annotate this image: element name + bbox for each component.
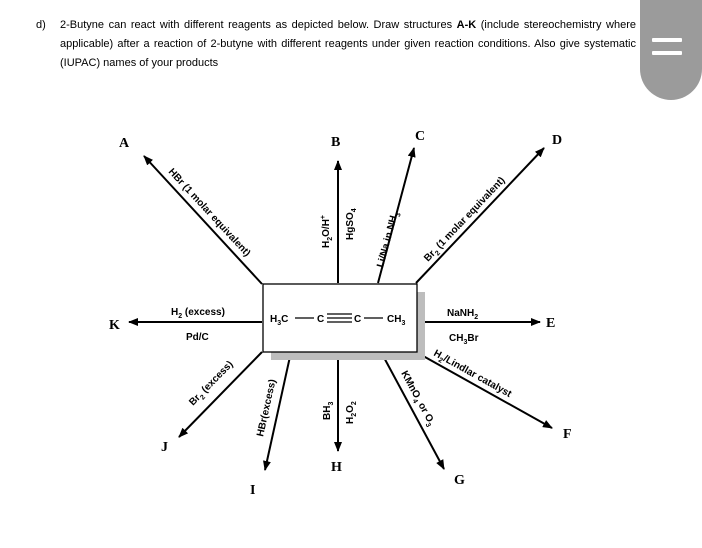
product-B: B (331, 135, 340, 150)
hamburger-menu-icon-bar (652, 51, 682, 55)
product-E: E (546, 316, 555, 331)
svg-text:CH3: CH3 (387, 314, 405, 327)
reagent-B2: HgSO4 (345, 208, 358, 240)
arrow-to-A (143, 155, 263, 285)
product-A: A (119, 136, 130, 151)
product-H: H (331, 460, 342, 475)
reagent-H2: H2O2 (345, 401, 358, 424)
product-F: F (563, 427, 572, 442)
product-D: D (552, 133, 562, 148)
product-C: C (415, 129, 425, 144)
reagent-B1: H2O/H+ (320, 215, 334, 248)
reagent-H1: BH3 (322, 402, 335, 420)
product-I: I (250, 483, 255, 498)
arrow-to-F (415, 351, 553, 429)
arrow-to-D (415, 147, 545, 284)
reagent-D: Br2 (1 molar equivalent) (422, 175, 509, 265)
reagent-C: Li/Na in NH3 (375, 211, 402, 270)
reagent-K1: H2 (excess) (171, 307, 225, 320)
product-G: G (454, 473, 465, 488)
product-J: J (161, 440, 168, 455)
reagent-A: HBr (1 molar equivalent) (166, 167, 252, 259)
reagent-E1: NaNH2 (447, 308, 478, 321)
question-letter: d) (36, 19, 46, 31)
reagent-K2: Pd/C (186, 332, 209, 343)
molecule-2-butyne: H3C C C CH3 (270, 313, 405, 327)
svg-text:C: C (317, 314, 324, 325)
question-text: d) 2-Butyne can react with different rea… (36, 16, 636, 73)
svg-text:C: C (354, 314, 361, 325)
arrow-to-J (178, 351, 263, 438)
arrow-to-I (263, 351, 292, 471)
arrow-to-C (377, 147, 416, 284)
product-K: K (109, 318, 120, 333)
question-body: 2-Butyne can react with different reagen… (60, 19, 636, 69)
hamburger-menu-icon (652, 38, 682, 42)
reagent-F: H2/Lindlar catalyst (431, 348, 514, 402)
question-bold-range: A-K (456, 19, 477, 31)
svg-text:H3C: H3C (270, 314, 288, 327)
arrow-to-G (380, 351, 445, 470)
reagent-E2: CH3Br (449, 333, 479, 346)
menu-button[interactable] (640, 0, 702, 100)
